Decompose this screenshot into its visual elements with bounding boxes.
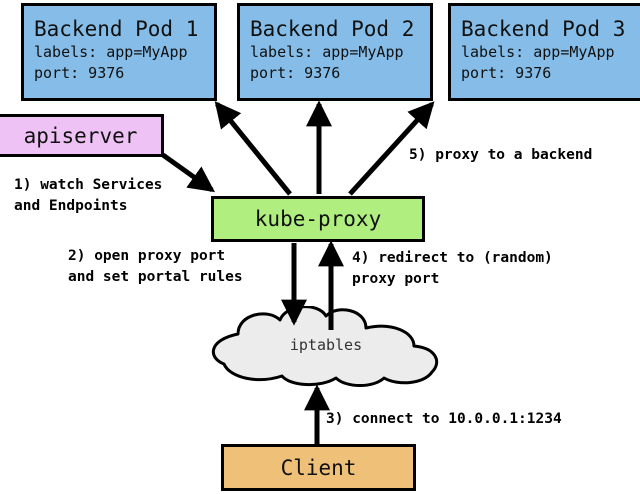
- arrow-apiserver-to-kubeproxy: [161, 152, 215, 193]
- kube-proxy-title: kube-proxy: [254, 207, 382, 231]
- step-4-label: 4) redirect to (random) proxy port: [352, 250, 553, 288]
- node-apiserver[interactable]: apiserver: [0, 114, 164, 157]
- client-title: Client: [280, 455, 357, 480]
- backend-pod-2-port: port: 9376: [250, 64, 341, 83]
- node-client[interactable]: Client: [221, 444, 416, 491]
- backend-pod-3-port: port: 9376: [461, 64, 552, 83]
- node-backend-pod-2[interactable]: Backend Pod 2 labels: app=MyApp port: 93…: [237, 3, 433, 101]
- arrow-kubeproxy-to-pod1: [214, 101, 292, 196]
- backend-pod-1-labels: labels: app=MyApp: [34, 43, 188, 62]
- backend-pod-1-port: port: 9376: [34, 64, 125, 83]
- backend-pod-2-labels: labels: app=MyApp: [250, 43, 404, 62]
- step-2-label: 2) open proxy port and set portal rules: [68, 248, 243, 286]
- backend-pod-2-title: Backend Pod 2: [250, 17, 415, 42]
- backend-pod-3-title: Backend Pod 3: [461, 17, 626, 42]
- backend-pod-1-title: Backend Pod 1: [34, 17, 199, 42]
- step-1-label: 1) watch Services and Endpoints: [14, 177, 163, 215]
- apiserver-title: apiserver: [23, 123, 138, 148]
- step-5-label: 5) proxy to a backend: [409, 147, 593, 163]
- node-backend-pod-3[interactable]: Backend Pod 3 labels: app=MyApp port: 93…: [448, 3, 640, 101]
- iptables-label: iptables: [289, 336, 363, 354]
- node-backend-pod-1[interactable]: Backend Pod 1 labels: app=MyApp port: 93…: [21, 3, 217, 101]
- backend-pod-3-labels: labels: app=MyApp: [461, 43, 615, 62]
- node-iptables-cloud[interactable]: [186, 305, 466, 388]
- step-3-label: 3) connect to 10.0.0.1:1234: [326, 411, 562, 427]
- node-kube-proxy[interactable]: kube-proxy: [211, 196, 425, 242]
